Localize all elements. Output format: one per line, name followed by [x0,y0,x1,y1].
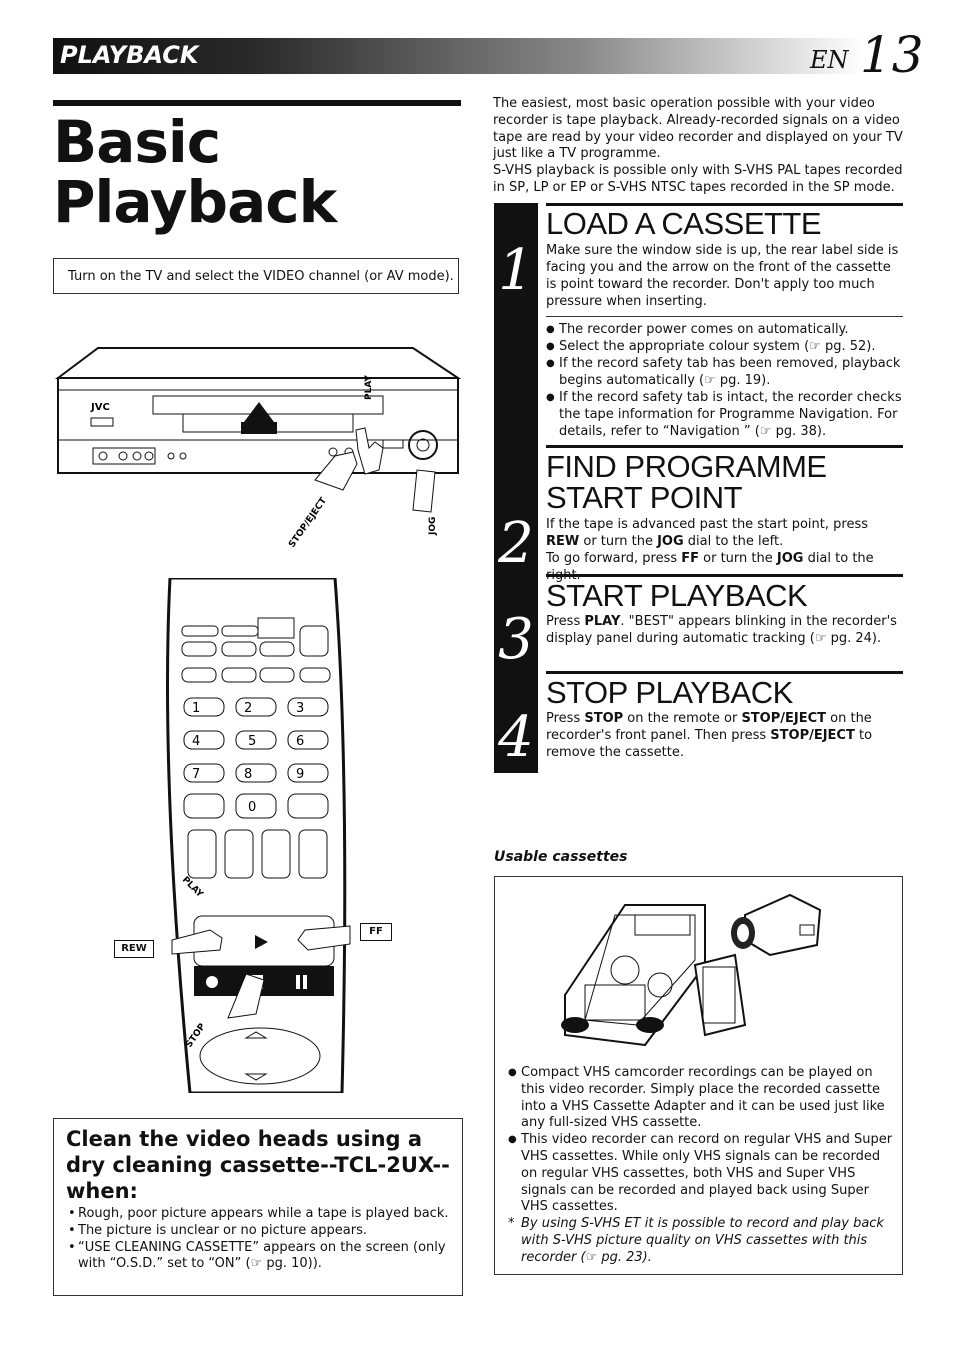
vcr-illustration: JVC PLAY STOP/EJECT JOG [55,347,462,550]
step-bar [494,203,538,773]
step-heading-3: START PLAYBACK [546,578,808,613]
step-rule [546,574,903,577]
step-text-2: If the tape is advanced past the start p… [546,517,874,583]
step-heading-2: FIND PROGRAMME START POINT [546,449,827,515]
page-number: 13 [860,26,924,84]
step-number-2: 2 [498,511,534,576]
section-header-bar [53,38,863,74]
vcr-brand: JVC [90,402,110,413]
key-1: 1 [192,701,200,716]
usable-cassettes-title: Usable cassettes [494,849,628,865]
language-code: EN [810,46,849,74]
key-2: 2 [244,701,252,716]
intro-text: The easiest, most basic operation possib… [493,96,903,197]
key-3: 3 [296,701,304,716]
list-item: Compact VHS camcorder recordings can be … [508,1065,893,1132]
step-rule [546,445,903,448]
play-label: PLAY [364,375,374,400]
key-5: 5 [248,734,256,749]
footnote: By using S-VHS ET it is possible to reco… [508,1216,893,1266]
stop-eject-label: STOP/EJECT [287,495,329,549]
cleaning-list: Rough, poor picture appears while a tape… [68,1206,453,1273]
cleaning-box [53,1118,463,1296]
page-title-line2: Playback [53,168,337,236]
list-item: Select the appropriate colour system (☞ … [546,338,903,355]
remote-illustration: 1 2 3 4 5 6 7 8 9 0 PLAY STOP [166,578,351,1093]
step-heading-4: STOP PLAYBACK [546,675,793,710]
key-7: 7 [192,767,200,782]
usable-cassettes-box [494,876,903,1275]
jog-label: JOG [428,517,438,536]
step-bullets-1: The recorder power comes on automaticall… [546,321,903,440]
divider [546,316,903,317]
step-rule [546,671,903,674]
list-item: If the record safety tab has been remove… [546,355,903,389]
key-0: 0 [248,800,256,815]
list-item: Rough, poor picture appears while a tape… [68,1206,453,1223]
page-title: Basic Playback [53,112,463,232]
step-number-1: 1 [498,238,534,303]
key-8: 8 [244,767,252,782]
title-rule [53,100,461,106]
step-text-4: Press STOP on the remote or STOP/EJECT o… [546,711,873,760]
ff-label: FF [360,923,392,941]
step-heading-1: LOAD A CASSETTE [546,206,822,241]
list-item: “USE CLEANING CASSETTE” appears on the s… [68,1240,453,1274]
step-number-3: 3 [498,607,534,672]
list-item: This video recorder can record on regula… [508,1132,893,1216]
intro-paragraph: The easiest, most basic operation possib… [493,96,903,162]
step-rule [546,203,903,206]
intro-paragraph: S-VHS playback is possible only with S-V… [493,163,903,195]
section-label: PLAYBACK [60,41,199,69]
key-6: 6 [296,734,304,749]
list-item: The recorder power comes on automaticall… [546,321,903,338]
usable-cassettes-list: Compact VHS camcorder recordings can be … [508,1065,893,1267]
instruction-box: Turn on the TV and select the VIDEO chan… [53,258,459,294]
list-item: If the record safety tab is intact, the … [546,389,903,440]
step-text-3: Press PLAY. "BEST" appears blinking in t… [546,614,897,646]
page-title-line1: Basic [53,108,221,176]
rew-label: REW [114,940,154,958]
key-9: 9 [296,767,304,782]
step-number-4: 4 [498,705,534,770]
cleaning-title: Clean the video heads using a dry cleani… [66,1127,450,1203]
step-text-1: Make sure the window side is up, the rea… [546,243,899,309]
cassette-adapter-illustration [561,893,822,1047]
list-item: The picture is unclear or no picture app… [68,1223,453,1240]
key-4: 4 [192,734,200,749]
